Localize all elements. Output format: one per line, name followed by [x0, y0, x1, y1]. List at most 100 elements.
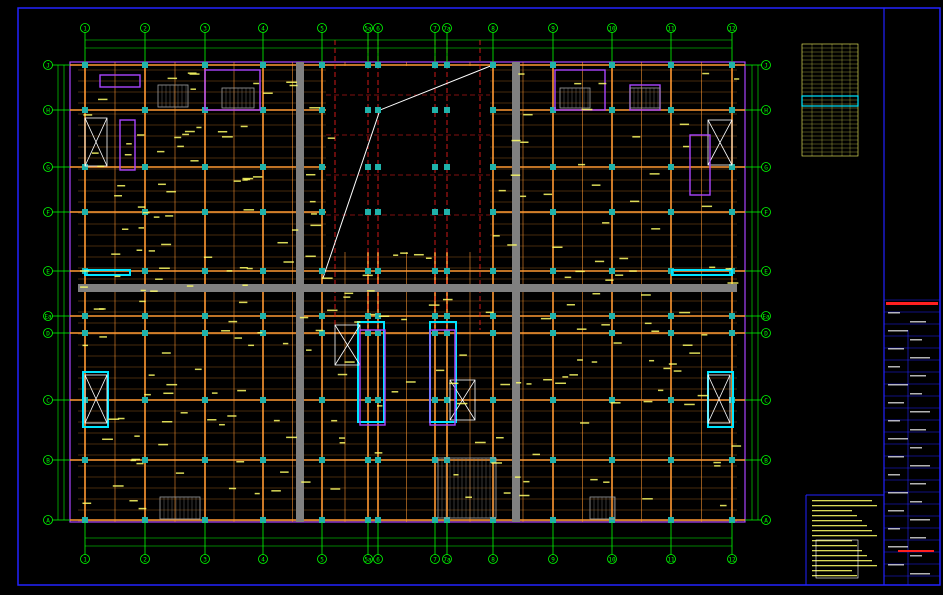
beam-annotation	[485, 311, 494, 314]
beam-annotation	[80, 286, 88, 288]
beam-annotation	[158, 443, 169, 446]
grid-label-col: 7a	[443, 26, 451, 33]
beam-annotation	[228, 320, 238, 323]
beam-annotation	[709, 266, 716, 269]
grid-bubble-col	[258, 554, 268, 564]
title-block-text	[888, 492, 908, 494]
beam-annotation	[603, 481, 610, 483]
beam-annotation	[207, 419, 217, 421]
title-block-text	[910, 573, 930, 575]
column	[202, 457, 208, 463]
beam-annotation	[511, 139, 521, 142]
beam-annotation	[343, 296, 351, 298]
notes-text	[812, 575, 857, 577]
beam-annotation	[144, 393, 151, 396]
column	[365, 268, 371, 274]
column	[375, 209, 381, 215]
beam-annotation	[161, 352, 171, 354]
beam-annotation	[581, 108, 593, 111]
column	[260, 330, 266, 336]
column	[490, 330, 496, 336]
title-block-text	[910, 411, 930, 413]
column	[365, 209, 371, 215]
grid-bubble-col	[488, 23, 498, 33]
beam-annotation	[138, 507, 147, 510]
transfer-beam-horizontal	[78, 284, 737, 292]
column	[319, 457, 325, 463]
beam-annotation	[725, 268, 732, 270]
grid-bubble-row	[43, 311, 53, 321]
beam-annotation	[413, 253, 424, 256]
beam-annotation	[344, 361, 355, 363]
column	[668, 107, 674, 113]
column	[142, 397, 148, 403]
beam-annotation	[309, 200, 316, 203]
column	[432, 268, 438, 274]
opening-outline	[357, 321, 385, 423]
column	[432, 397, 438, 403]
beam-annotation	[400, 252, 408, 254]
column	[444, 107, 450, 113]
grid-label-row: Ea	[44, 314, 52, 321]
grid-label-row: A	[764, 518, 768, 525]
column	[365, 397, 371, 403]
beam-annotation	[121, 228, 129, 230]
beam-annotation	[273, 419, 280, 422]
beam-annotation	[575, 270, 585, 273]
beam-annotation	[492, 235, 500, 237]
beam-annotation	[526, 383, 532, 385]
notes-text	[812, 500, 872, 502]
grid-bubble-row	[761, 455, 771, 465]
beam-annotation	[82, 344, 89, 347]
title-block-text	[888, 384, 908, 386]
grid-bubble-col	[666, 554, 676, 564]
transfer-beam-vertical-left	[296, 62, 304, 522]
grid-label-col: 7	[433, 26, 437, 33]
beam-annotation	[131, 458, 140, 461]
grid-label-row: G	[764, 165, 768, 172]
beam-annotation	[134, 435, 140, 437]
beam-annotation	[301, 481, 311, 483]
beam-annotation	[283, 261, 294, 263]
beam-annotation	[339, 442, 346, 444]
grid-label-col: 3	[203, 26, 207, 33]
beam-annotation	[453, 474, 459, 476]
wall-segment	[119, 119, 136, 171]
column	[202, 330, 208, 336]
transfer-beam-vertical-right	[512, 62, 520, 522]
beam-annotation	[436, 369, 445, 372]
grid-label-row: F	[46, 210, 50, 217]
beam-annotation	[190, 160, 199, 162]
grid-bubble-row	[43, 266, 53, 276]
beam-annotation	[148, 374, 155, 376]
beam-annotation	[289, 84, 298, 87]
grid-label-col: 5a	[364, 26, 372, 33]
column	[550, 164, 556, 170]
grid-label-row: C	[46, 398, 50, 405]
beam-annotation	[150, 290, 158, 292]
beam-annotation	[253, 82, 260, 85]
beam-annotation	[196, 126, 202, 129]
beam-annotation	[598, 82, 607, 85]
title-block-text	[910, 429, 926, 431]
beam-annotation	[701, 334, 708, 336]
column	[550, 330, 556, 336]
beam-annotation	[592, 292, 601, 295]
column	[260, 517, 266, 523]
grid-label-row: B	[764, 458, 768, 465]
column	[142, 164, 148, 170]
beam-annotation	[516, 381, 522, 384]
notes-text	[812, 535, 877, 537]
beam-annotation	[428, 304, 440, 306]
beam-annotation	[552, 246, 563, 248]
grid-bubble-col	[607, 23, 617, 33]
beam-annotation	[114, 275, 121, 278]
beam-annotation	[727, 282, 739, 284]
title-block-text	[910, 357, 930, 359]
plan-outline	[69, 61, 746, 523]
beam-annotation	[562, 376, 569, 378]
beam-annotation	[465, 496, 472, 498]
hatch-block	[157, 84, 189, 108]
column	[375, 107, 381, 113]
